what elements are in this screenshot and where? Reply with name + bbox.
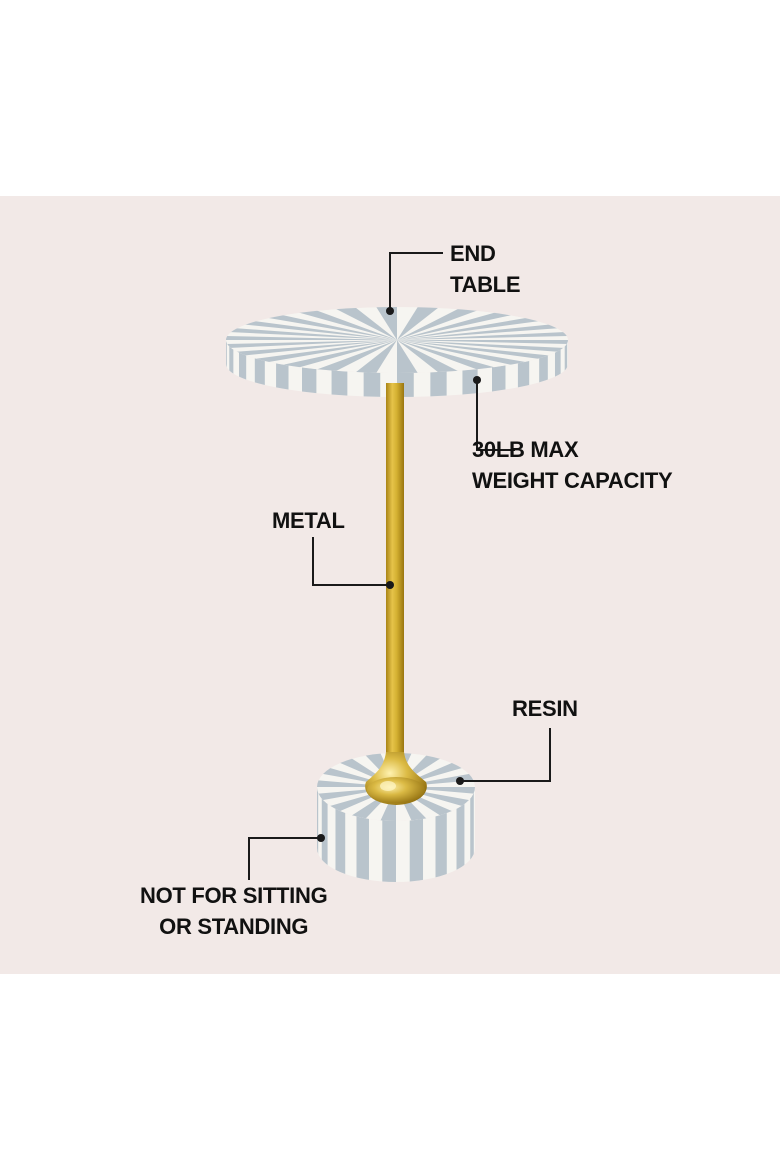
stripe-band (539, 340, 548, 397)
leader-lines (248, 252, 551, 880)
leader-end-table (389, 252, 443, 309)
callout-end-table: END TABLE (450, 241, 521, 297)
stripe-band (554, 340, 561, 397)
stripe-band (321, 787, 328, 882)
leader-weight (476, 382, 515, 451)
stripe-ray (397, 340, 424, 373)
stripe-band (317, 787, 319, 882)
callout-not-for-sitting: NOT FOR SITTING OR STANDING (140, 883, 328, 939)
callout-metal: METAL (272, 508, 345, 533)
stripe-band (456, 787, 465, 882)
callout-weight-capacity: 30LB MAX WEIGHT CAPACITY (472, 437, 673, 493)
stripe-band (229, 340, 234, 397)
stripe-ray (397, 307, 451, 340)
leader-not-for (248, 837, 319, 880)
stripe-band (254, 340, 265, 397)
stripe-band (435, 787, 447, 882)
stripe-ray (397, 329, 568, 340)
stripe-band (335, 787, 346, 882)
callout-resin: RESIN (512, 696, 578, 721)
stripe-ray (226, 340, 397, 351)
stripe-band (517, 340, 530, 397)
stripe-band (239, 340, 247, 397)
leader-dots (317, 307, 481, 842)
leader-metal (312, 537, 388, 586)
stripe-band (564, 340, 568, 397)
leader-resin (462, 728, 551, 782)
metal-pole (386, 383, 404, 783)
stripe-ray (226, 334, 397, 340)
stripe-ray (343, 340, 397, 373)
stripe-band (470, 787, 474, 882)
stripe-ray (397, 340, 568, 346)
brass-flange (365, 752, 427, 805)
